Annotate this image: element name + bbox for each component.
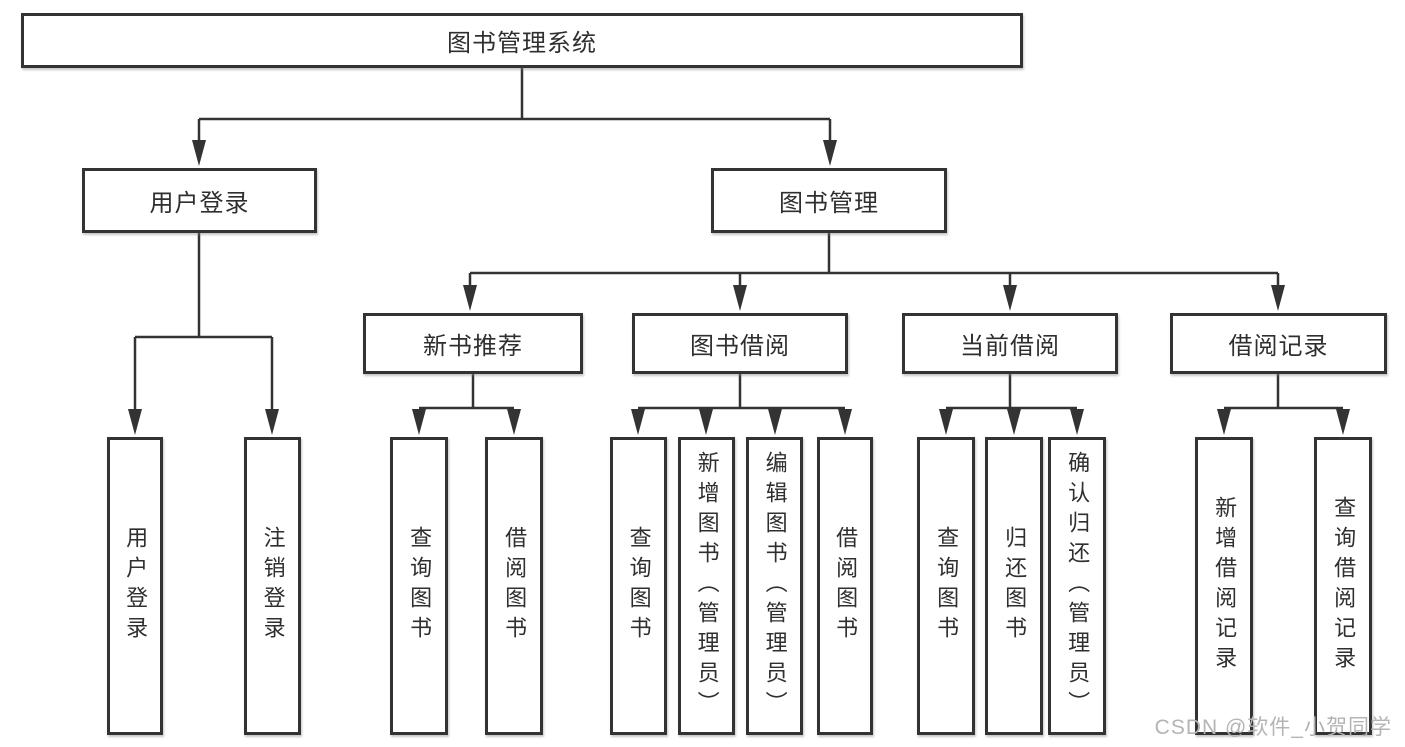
- arrowhead-icon: [507, 409, 521, 435]
- node-label: 当前借阅: [960, 333, 1060, 360]
- arrowhead-icon: [192, 140, 206, 166]
- node-label: 用户登录: [149, 190, 250, 217]
- node-label: 查询图书: [407, 526, 433, 646]
- arrowhead-icon: [265, 409, 279, 435]
- arrowhead-icon: [1271, 285, 1285, 311]
- node-current-borrowing: 当前借阅: [902, 313, 1118, 374]
- leaf-borrowing-query-book: 查询图书: [610, 437, 667, 735]
- arrowhead-icon: [823, 140, 837, 166]
- node-label: 新增借阅记录: [1212, 496, 1238, 676]
- leaf-current-query-book: 查询图书: [917, 437, 975, 735]
- arrowhead-icon: [1336, 409, 1350, 435]
- arrowhead-icon: [699, 409, 713, 435]
- leaf-recommend-borrow-book: 借阅图书: [485, 437, 543, 735]
- node-user-login-module: 用户登录: [82, 168, 317, 233]
- node-borrowing-records: 借阅记录: [1170, 313, 1387, 374]
- node-label: 借阅图书: [502, 526, 528, 646]
- node-label: 查询图书: [934, 526, 960, 646]
- arrowhead-icon: [939, 409, 953, 435]
- node-label: 图书管理系统: [447, 30, 597, 57]
- node-label: 注销登录: [260, 526, 286, 646]
- node-label: 新增图书（管理员）: [694, 451, 720, 721]
- arrowhead-icon: [463, 285, 477, 311]
- node-label: 借阅图书: [833, 526, 859, 646]
- leaf-add-borrow-record: 新增借阅记录: [1195, 437, 1253, 735]
- arrowhead-icon: [768, 409, 782, 435]
- arrowhead-icon: [1070, 409, 1084, 435]
- node-label: 借阅记录: [1228, 333, 1329, 360]
- node-label: 确认归还（管理员）: [1065, 451, 1091, 721]
- leaf-edit-book-admin: 编辑图书（管理员）: [746, 437, 803, 735]
- leaf-recommend-query-book: 查询图书: [390, 437, 448, 735]
- node-book-borrowing: 图书借阅: [632, 313, 848, 374]
- connector-stems: [133, 68, 1343, 410]
- node-book-management-module: 图书管理: [711, 168, 947, 233]
- arrowhead-icon: [1007, 409, 1021, 435]
- leaf-logout: 注销登录: [244, 437, 301, 735]
- node-label: 图书管理: [779, 190, 879, 217]
- arrowhead-icon: [733, 285, 747, 311]
- leaf-add-book-admin: 新增图书（管理员）: [678, 437, 735, 735]
- node-label: 查询图书: [626, 526, 652, 646]
- node-label: 用户登录: [123, 526, 149, 646]
- leaf-user-login: 用户登录: [107, 437, 163, 735]
- node-label: 查询借阅记录: [1331, 496, 1357, 676]
- leaf-return-book: 归还图书: [985, 437, 1043, 735]
- leaf-confirm-return-admin: 确认归还（管理员）: [1048, 437, 1106, 735]
- node-label: 图书借阅: [690, 333, 790, 360]
- node-label: 编辑图书（管理员）: [762, 451, 788, 721]
- node-label: 归还图书: [1002, 526, 1028, 646]
- csdn-watermark: CSDN @软件_小贺同学: [1154, 716, 1392, 739]
- arrowhead-icon: [1217, 409, 1231, 435]
- node-new-book-recommend: 新书推荐: [363, 313, 583, 374]
- arrowheads: [128, 140, 1350, 435]
- leaf-query-borrow-record: 查询借阅记录: [1314, 437, 1372, 735]
- node-label: 新书推荐: [423, 333, 523, 360]
- leaf-borrow-book: 借阅图书: [817, 437, 873, 735]
- node-root-system: 图书管理系统: [21, 13, 1023, 68]
- arrowhead-icon: [838, 409, 852, 435]
- arrowhead-icon: [128, 409, 142, 435]
- arrowhead-icon: [412, 409, 426, 435]
- arrowhead-icon: [1003, 285, 1017, 311]
- arrowhead-icon: [631, 409, 645, 435]
